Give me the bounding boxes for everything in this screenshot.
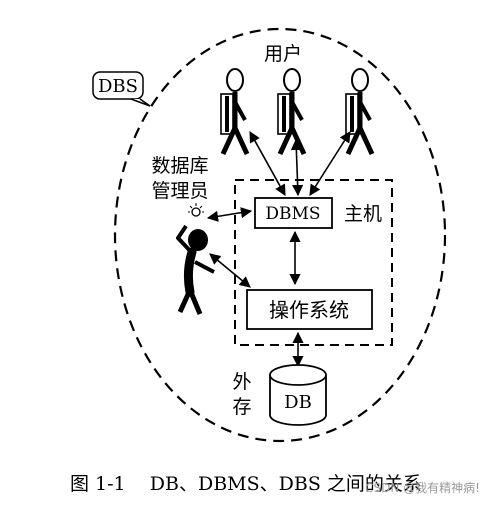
dba-dbms-arrow bbox=[206, 207, 253, 222]
user-figure-1 bbox=[220, 68, 250, 156]
dba-os-arrow bbox=[209, 253, 251, 288]
storage-label-line1: 外 bbox=[232, 371, 251, 393]
dbs-boundary-ellipse bbox=[113, 27, 447, 443]
user-figure-3 bbox=[345, 68, 375, 156]
user3-dbms-arrow bbox=[309, 131, 351, 196]
dbms-label: DBMS bbox=[265, 204, 320, 224]
dbs-callout: DBS bbox=[92, 71, 151, 107]
os-label: 操作系统 bbox=[269, 298, 349, 322]
lightbulb-icon bbox=[188, 203, 204, 217]
watermark: CSDN @我有精神病! bbox=[365, 480, 480, 495]
os-box bbox=[246, 289, 373, 330]
dba-label-line1: 数据库 bbox=[151, 155, 208, 177]
dba-label-line2: 管理员 bbox=[151, 180, 208, 202]
user1-dbms-arrow bbox=[249, 131, 286, 196]
dba-figure bbox=[176, 224, 215, 315]
storage-label-line2: 存 bbox=[232, 396, 251, 418]
dbs-label: DBS bbox=[98, 76, 138, 97]
dbms-box bbox=[254, 197, 333, 229]
db-label: DB bbox=[284, 392, 312, 413]
users-label: 用户 bbox=[264, 43, 302, 65]
user2-dbms-arrow bbox=[290, 138, 304, 197]
host-label: 主机 bbox=[344, 203, 382, 225]
user-figure-2 bbox=[277, 68, 307, 156]
figure-caption: 图 1-1 DB、DBMS、DBS 之间的关系 bbox=[70, 473, 422, 495]
db-cylinder bbox=[269, 364, 327, 426]
